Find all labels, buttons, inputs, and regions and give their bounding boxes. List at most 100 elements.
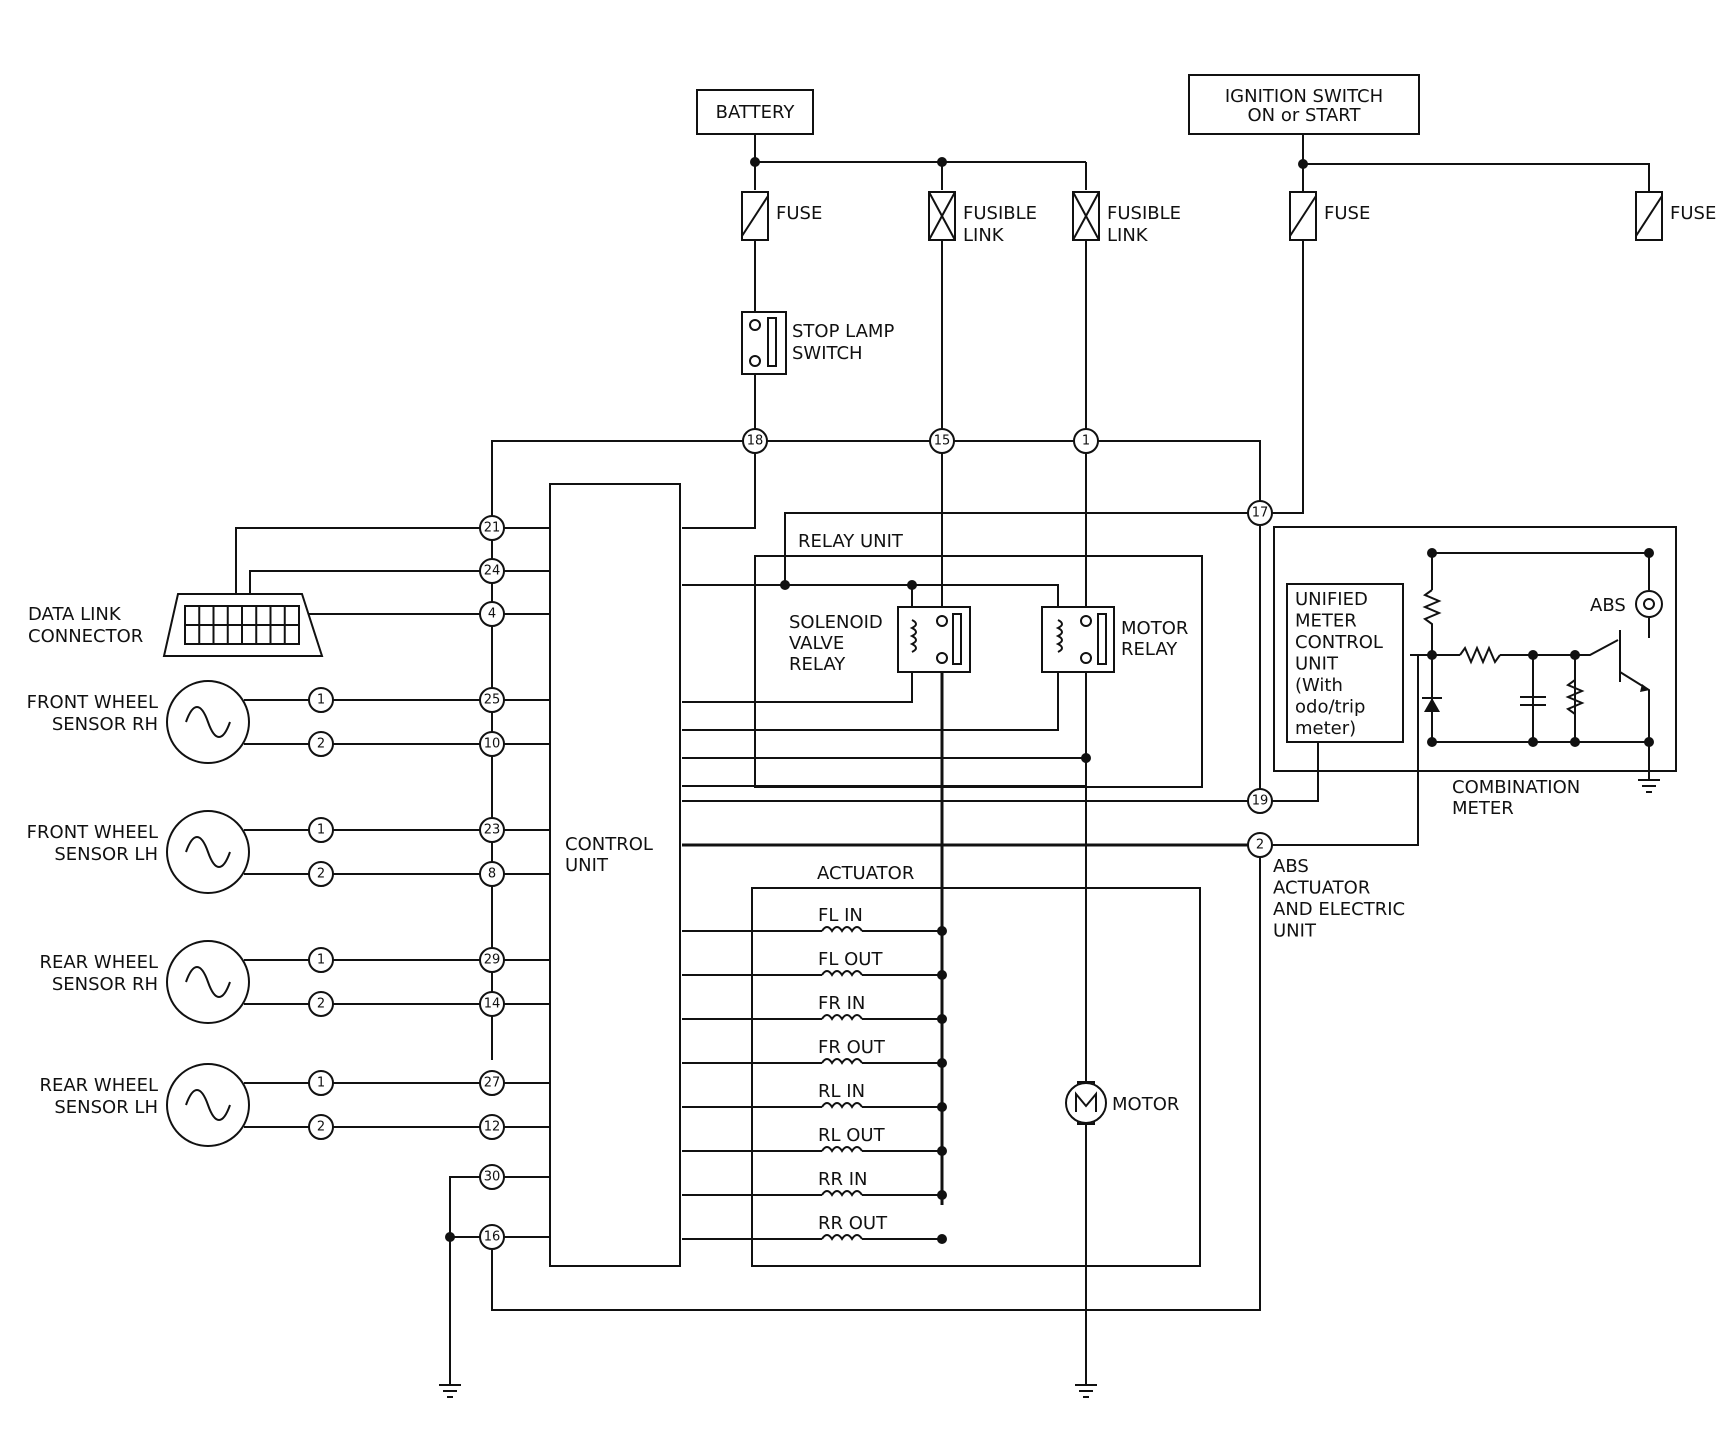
control-unit-label-1: CONTROL <box>565 834 653 855</box>
pin-meter: 19 <box>1247 788 1273 814</box>
svg-text:8: 8 <box>488 867 496 882</box>
motor-relay-label-2: RELAY <box>1121 639 1178 660</box>
svg-text:10: 10 <box>484 737 501 752</box>
svg-text:2: 2 <box>317 997 325 1012</box>
actuator-coil: RR IN <box>682 1169 947 1200</box>
sensor-label-2: SENSOR RH <box>52 714 158 735</box>
fuse-ignition-2: FUSE <box>1635 191 1716 241</box>
sensor-pin: 8 <box>479 861 505 887</box>
sensor-terminal: 2 <box>308 1114 334 1140</box>
fuse-label: FUSE <box>1670 203 1716 224</box>
fuse-stop-lamp: FUSE <box>741 191 822 241</box>
junction-dots <box>445 157 1654 1242</box>
pin-dlc-a: 21 <box>479 515 505 541</box>
sensor-label-1: REAR WHEEL <box>39 952 158 973</box>
stop-lamp-switch: STOP LAMP SWITCH <box>741 311 894 375</box>
fuse-ignition-1: FUSE <box>1289 191 1370 241</box>
pin-ground-b: 16 <box>479 1224 505 1250</box>
coil-label: FL OUT <box>818 949 883 970</box>
actuator-coil: RR OUT <box>682 1213 947 1244</box>
actuator-coil: FL IN <box>682 905 947 936</box>
sensor-pin: 29 <box>479 947 505 973</box>
svg-text:1: 1 <box>317 823 325 838</box>
grounds <box>439 779 1660 1398</box>
dlc-label-2: CONNECTOR <box>28 626 143 647</box>
coil-label: RR OUT <box>818 1213 888 1234</box>
sine-symbol <box>185 706 231 738</box>
actuator-label: ACTUATOR <box>817 863 914 884</box>
svg-text:29: 29 <box>484 953 501 968</box>
svg-text:1: 1 <box>317 953 325 968</box>
sensor-label-2: SENSOR LH <box>54 844 158 865</box>
pin-fusible-1: 15 <box>929 428 955 454</box>
unified-line: METER <box>1295 611 1357 632</box>
fuses: FUSE FUSIBLE LINK FUSIBLE LINK FUSE FUSE <box>741 191 1716 246</box>
svg-text:19: 19 <box>1252 794 1269 809</box>
svg-text:14: 14 <box>484 997 501 1012</box>
sensor-label-2: SENSOR LH <box>54 1097 158 1118</box>
abs-unit-line: ACTUATOR <box>1273 878 1370 899</box>
unified-line: CONTROL <box>1295 632 1383 653</box>
fuse-label: FUSE <box>1324 203 1370 224</box>
ground-left <box>439 1384 461 1398</box>
svg-text:1: 1 <box>1082 434 1090 449</box>
sensor-label-1: FRONT WHEEL <box>27 692 158 713</box>
combination-label-1: COMBINATION <box>1452 777 1580 798</box>
solenoid-valve-relay: SOLENOID VALVE RELAY <box>789 606 971 675</box>
svg-text:25: 25 <box>484 693 501 708</box>
solenoid-label-3: RELAY <box>789 654 846 675</box>
actuator-coil: FR IN <box>682 993 947 1024</box>
sensor-pin: 25 <box>479 687 505 713</box>
sensor-terminal: 2 <box>308 861 334 887</box>
sensor-terminal: 1 <box>308 947 334 973</box>
abs-unit-line: UNIT <box>1273 921 1317 942</box>
actuator-coils: FL IN FL OUT FR IN FR OUT RL IN RL OUT RR IN RR… <box>682 905 947 1244</box>
svg-text:24: 24 <box>484 564 501 579</box>
sensor-terminal: 1 <box>308 1070 334 1096</box>
unified-line: UNIFIED <box>1295 589 1368 610</box>
svg-text:23: 23 <box>484 823 501 838</box>
sensor-pin: 10 <box>479 731 505 757</box>
unified-line: odo/trip <box>1295 697 1365 718</box>
solenoid-label-2: VALVE <box>789 633 844 654</box>
actuator-coil: RL OUT <box>682 1125 947 1156</box>
connector-pins: 18 15 1 17 21 24 4 30 16 19 2 <box>479 428 1273 1250</box>
unified-line: meter) <box>1295 718 1356 739</box>
abs-unit-line: AND ELECTRIC <box>1273 899 1405 920</box>
control-unit-label-2: UNIT <box>565 855 609 876</box>
ground-motor <box>1075 1384 1097 1398</box>
fusible-label-1: FUSIBLE <box>963 203 1037 224</box>
pin-ignition: 17 <box>1247 500 1273 526</box>
abs-lamp-label: ABS <box>1590 595 1626 616</box>
pin-dlc-b: 24 <box>479 558 505 584</box>
power-sources: BATTERY IGNITION SWITCH ON or START <box>696 74 1420 135</box>
svg-text:17: 17 <box>1252 506 1269 521</box>
fusible-link-1: FUSIBLE LINK <box>928 191 1037 246</box>
relay-unit: RELAY UNIT SOLENOID VALVE RELAY MOTOR RE… <box>754 531 1203 788</box>
combination-meter: UNIFIEDMETERCONTROLUNIT(Withodo/tripmete… <box>1273 526 1677 819</box>
motor-label: MOTOR <box>1112 1094 1179 1115</box>
sensor-terminal: 2 <box>308 991 334 1017</box>
unified-line: UNIT <box>1295 654 1339 675</box>
svg-text:18: 18 <box>747 434 764 449</box>
sensor-pin: 12 <box>479 1114 505 1140</box>
pin-fusible-2: 1 <box>1073 428 1099 454</box>
abs-unit-line: ABS <box>1273 856 1309 877</box>
stop-lamp-label-1: STOP LAMP <box>792 321 894 342</box>
sine-symbol <box>185 966 231 998</box>
dlc-label-1: DATA LINK <box>28 604 122 625</box>
actuator: ACTUATOR FL IN FL OUT FR IN FR OUT RL IN RL O… <box>682 863 1201 1267</box>
actuator-coil: FR OUT <box>682 1037 947 1068</box>
sensor-label-1: REAR WHEEL <box>39 1075 158 1096</box>
fusible-label-2: LINK <box>1107 225 1149 246</box>
combination-label-2: METER <box>1452 798 1514 819</box>
fusible-label-2: LINK <box>963 225 1005 246</box>
unified-line: (With <box>1295 675 1343 696</box>
svg-text:2: 2 <box>317 1120 325 1135</box>
sine-symbol <box>185 836 231 868</box>
actuator-coil: RL IN <box>682 1081 947 1112</box>
